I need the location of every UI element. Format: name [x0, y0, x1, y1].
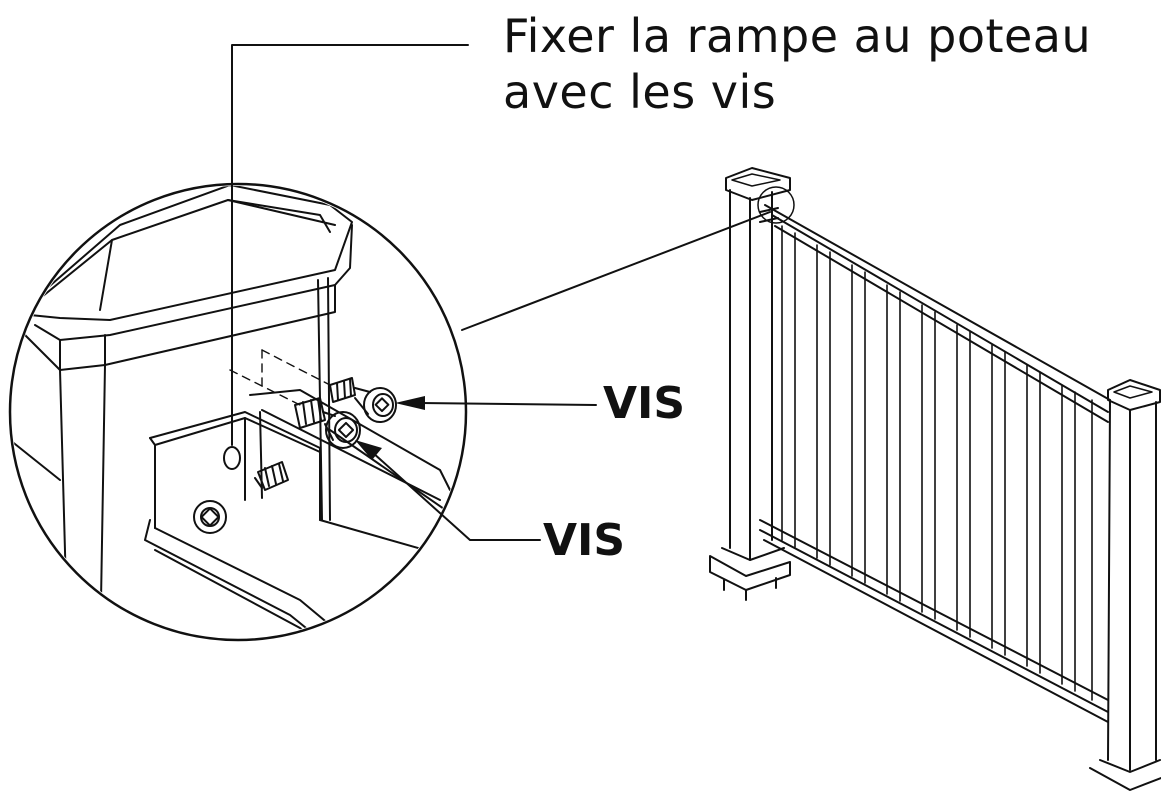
hidden-lines [229, 349, 331, 406]
detail-connector-line [461, 211, 771, 331]
callout-arrow-lower [355, 440, 541, 541]
screw-bracket-detail [223, 446, 289, 491]
left-post [709, 167, 791, 601]
post-body-detail [12, 277, 331, 638]
instruction-line-2: avec les vis [503, 65, 777, 119]
screw-label-lower: VIS [543, 515, 626, 566]
detail-magnifier [8, 182, 468, 642]
bottom-rail [759, 519, 1109, 723]
post-cap-detail [19, 186, 353, 371]
screw-lower-detail [294, 397, 361, 449]
instruction-caption: Fixer la rampe au poteau avec les vis [503, 8, 1091, 120]
corner-detail-marker [757, 186, 795, 224]
screw-upper-detail [329, 377, 397, 423]
detail-circle [8, 182, 468, 642]
rail-bracket-detail [144, 389, 461, 638]
screw-label-upper: VIS [603, 378, 686, 429]
right-post [1089, 379, 1161, 791]
balusters [781, 225, 1093, 701]
caption-leader-line [231, 44, 469, 446]
railing-assembly [709, 167, 1161, 791]
instruction-line-1: Fixer la rampe au poteau [503, 9, 1092, 63]
bracket-screw-hole [193, 500, 227, 534]
callout-arrow-upper [395, 396, 597, 410]
